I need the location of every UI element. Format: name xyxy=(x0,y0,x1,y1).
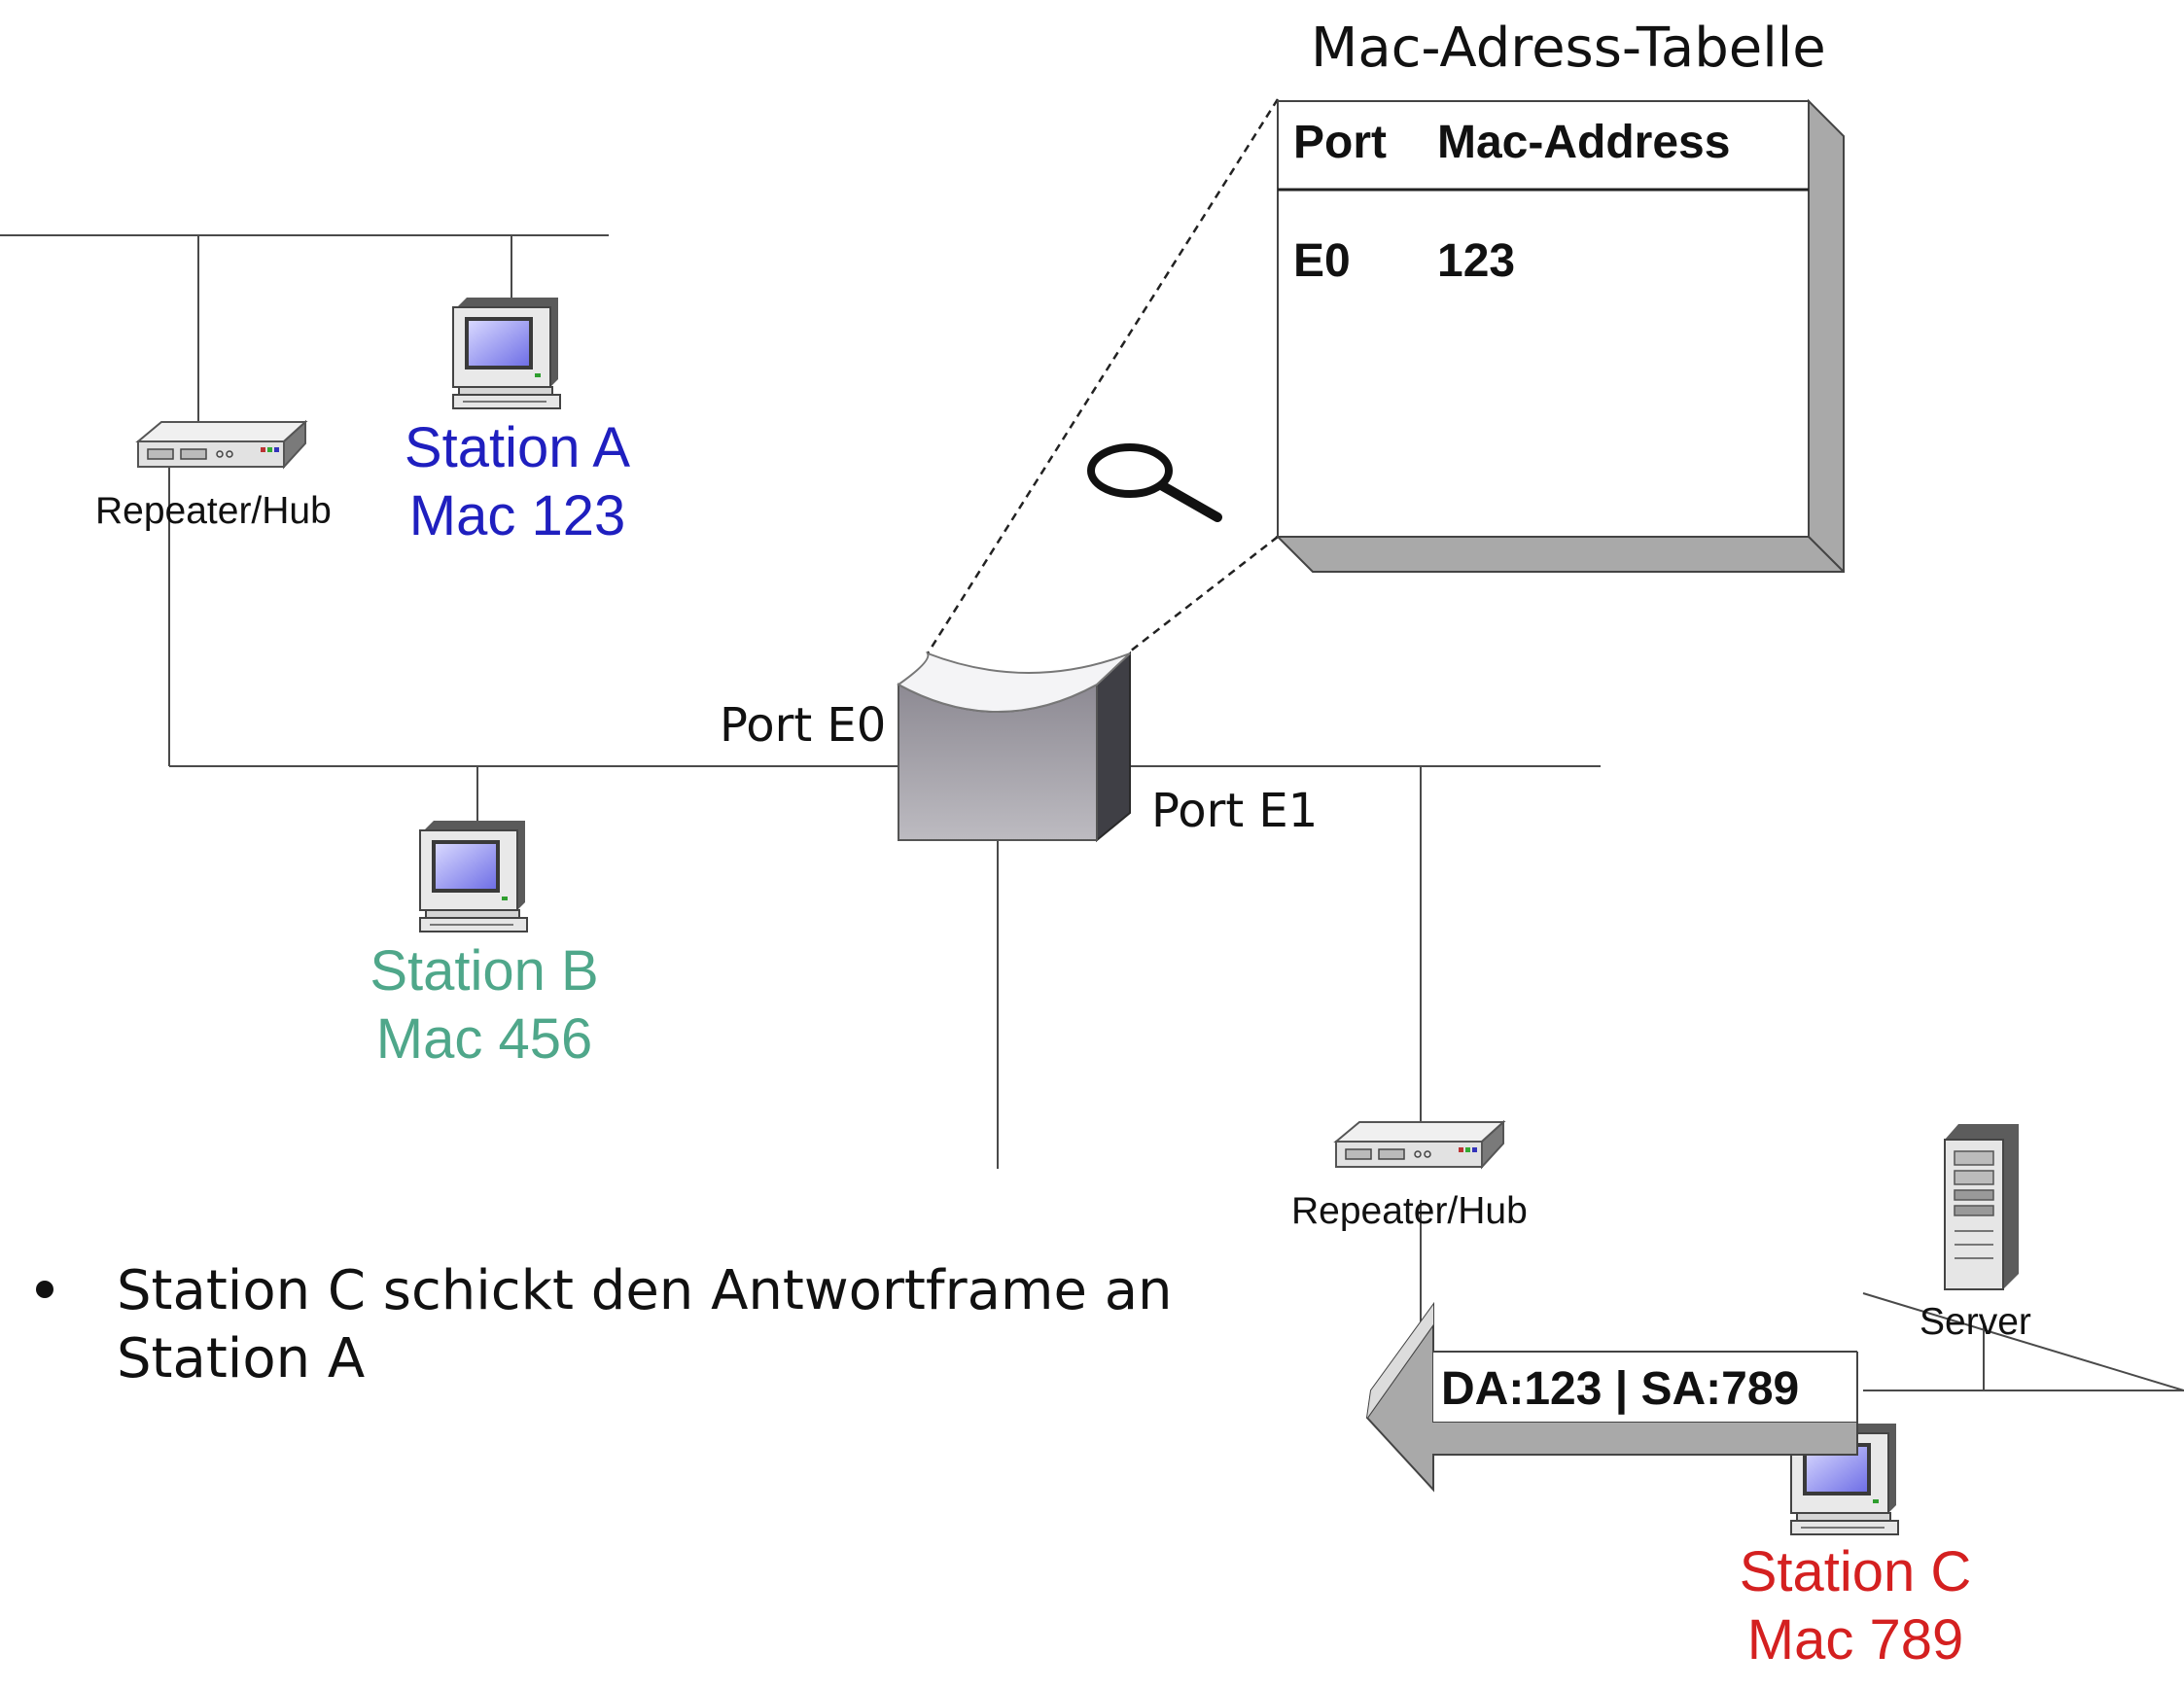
frame-arrow xyxy=(1365,1301,1858,1493)
server-label: Server xyxy=(1920,1301,2031,1343)
switch-icon xyxy=(897,651,1131,843)
magnifier-icon xyxy=(1087,443,1222,522)
network-lines xyxy=(0,234,2184,1391)
server-icon xyxy=(1944,1124,2019,1290)
frame-label: DA:123 | SA:789 xyxy=(1441,1363,1799,1415)
hub-bottom-icon xyxy=(1335,1121,1504,1168)
station-b-icon xyxy=(419,820,528,932)
station-b-name: Station B xyxy=(370,939,598,1003)
hub-top-label: Repeater/Hub xyxy=(95,490,332,532)
hub-top-icon xyxy=(137,421,306,468)
mac-table xyxy=(1275,98,1845,573)
hub-bottom-label: Repeater/Hub xyxy=(1291,1190,1528,1232)
table-cell-port: E0 xyxy=(1293,235,1351,287)
station-b-mac: Mac 456 xyxy=(376,1007,592,1071)
mac-table-title: Mac-Adress-Tabelle xyxy=(1311,17,1826,80)
station-c-mac: Mac 789 xyxy=(1747,1608,1963,1671)
table-header-port: Port xyxy=(1293,117,1387,168)
table-header-mac: Mac-Address xyxy=(1437,117,1730,168)
bullet-dot xyxy=(36,1281,53,1298)
bullet-line-2: Station A xyxy=(117,1327,365,1390)
port-e0-label: Port E0 xyxy=(720,698,886,753)
station-c-name: Station C xyxy=(1740,1540,1972,1603)
station-a-name: Station A xyxy=(405,416,630,479)
station-a-mac: Mac 123 xyxy=(409,484,625,547)
table-cell-mac: 123 xyxy=(1437,235,1515,287)
zoom-lines xyxy=(926,98,1280,654)
bullet-line-1: Station C schickt den Antwortframe an xyxy=(117,1259,1173,1322)
port-e1-label: Port E1 xyxy=(1151,784,1318,838)
station-a-icon xyxy=(452,297,561,409)
